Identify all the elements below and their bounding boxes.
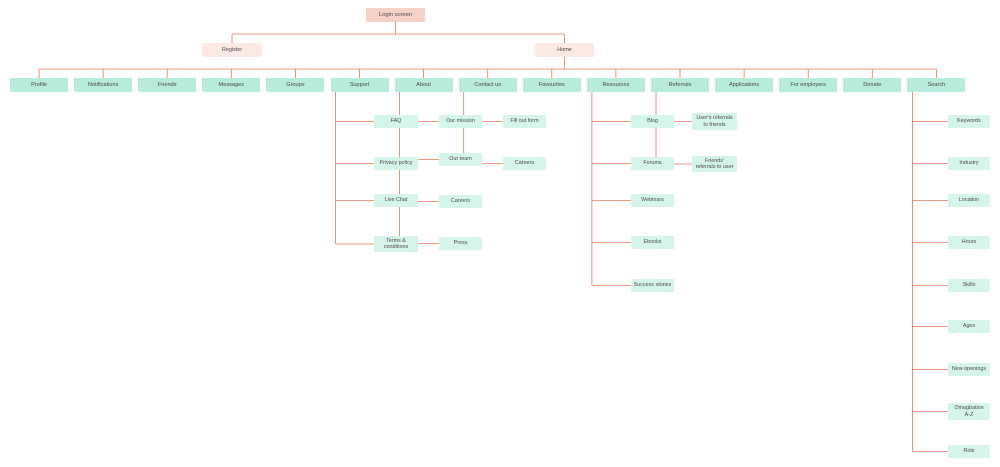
category-applications[interactable]: Applications: [715, 78, 774, 92]
category-contact-us[interactable]: Contact us: [458, 78, 517, 92]
resources-child-item[interactable]: Blog: [631, 115, 674, 128]
category-profile[interactable]: Profile: [10, 78, 68, 92]
search-child-item[interactable]: Skills: [948, 279, 990, 292]
search-child-item[interactable]: Ages: [948, 320, 990, 333]
search-child-item[interactable]: Keywords: [948, 115, 990, 128]
category-favourites[interactable]: Favourites: [522, 78, 581, 92]
contact-us-child-item[interactable]: Fill out form: [503, 115, 546, 128]
about-child-item[interactable]: Press: [439, 237, 482, 250]
category-search[interactable]: Search: [907, 78, 966, 92]
category-messages[interactable]: Messages: [202, 78, 261, 92]
category-support[interactable]: Support: [330, 78, 389, 92]
home-node[interactable]: Home: [535, 43, 594, 57]
search-child-item[interactable]: Industry: [948, 157, 990, 170]
login-screen-node[interactable]: Login screen: [366, 8, 425, 22]
support-child-item[interactable]: FAQ: [374, 115, 418, 128]
support-child-item[interactable]: Terms & conditions: [374, 236, 418, 252]
search-child-item[interactable]: Hours: [948, 236, 990, 249]
search-child-item[interactable]: Location: [948, 194, 990, 207]
category-groups[interactable]: Groups: [266, 78, 325, 92]
category-resources[interactable]: Resources: [586, 78, 645, 92]
resources-child-item[interactable]: Webinars: [631, 194, 674, 207]
contact-us-child-item[interactable]: Careers: [503, 157, 546, 170]
referrals-child-item[interactable]: Friends' referrals to user: [692, 156, 737, 172]
about-child-item[interactable]: Our team: [439, 153, 482, 166]
search-child-item[interactable]: Role: [948, 445, 990, 458]
search-child-item[interactable]: New openings: [948, 363, 990, 376]
resources-child-item[interactable]: Success stories: [631, 279, 674, 292]
resources-child-item[interactable]: Ebooks: [631, 236, 674, 249]
support-child-item[interactable]: Live Chat: [374, 194, 418, 207]
register-node[interactable]: Register: [202, 43, 262, 57]
about-child-item[interactable]: Our mission: [439, 115, 482, 128]
about-child-item[interactable]: Careers: [439, 195, 482, 208]
search-child-item[interactable]: Omagbation A-Z: [948, 403, 990, 420]
referrals-child-item[interactable]: User's referrals to friends: [692, 113, 737, 130]
category-donate[interactable]: Donate: [843, 78, 902, 92]
resources-child-item[interactable]: Forums: [631, 157, 674, 170]
category-for-employers[interactable]: For employers: [779, 78, 838, 92]
category-about[interactable]: About: [394, 78, 453, 92]
category-referrals[interactable]: Referrals: [651, 78, 709, 92]
category-notifications[interactable]: Notifications: [74, 78, 133, 92]
support-child-item[interactable]: Privacy policy: [374, 157, 418, 170]
category-friends[interactable]: Friends: [138, 78, 197, 92]
